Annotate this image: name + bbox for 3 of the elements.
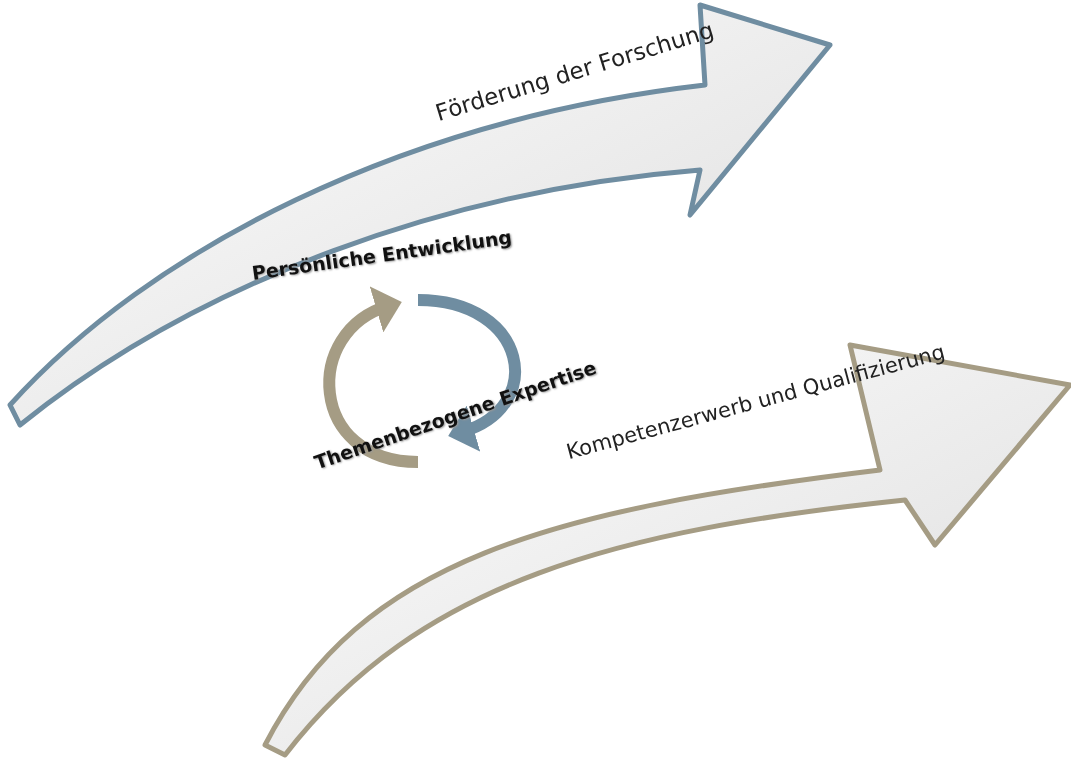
cycle-label: Persönliche Entwicklung [250, 225, 514, 284]
cycle-arrow [323, 288, 419, 468]
cycle-arrow [417, 294, 521, 450]
